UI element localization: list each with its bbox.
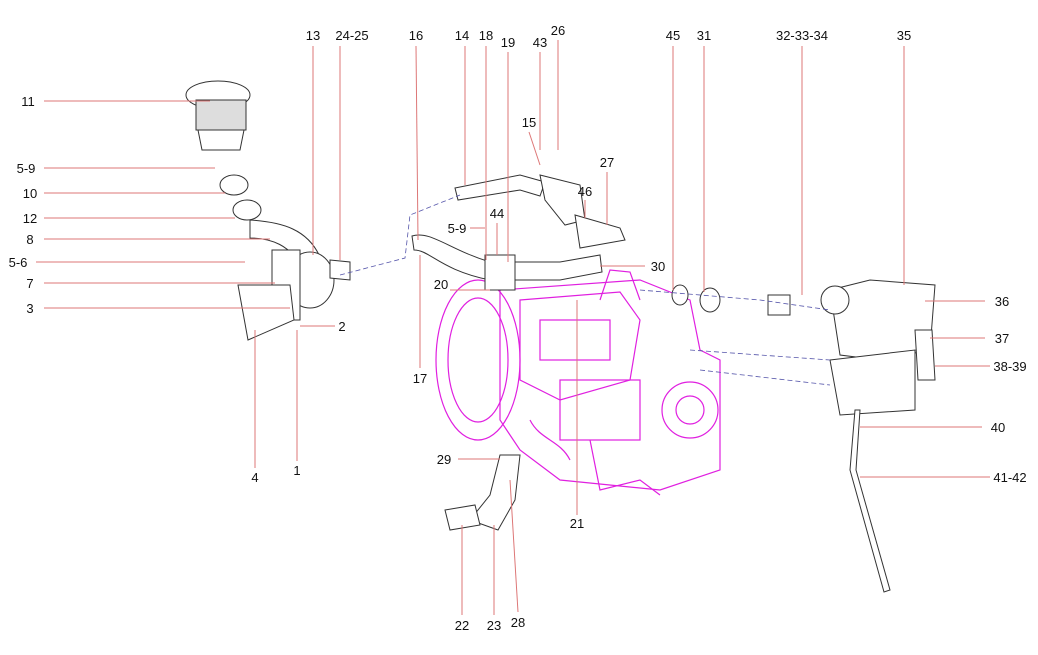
exhaust-assembly	[339, 194, 936, 593]
part-label: 37	[995, 331, 1009, 346]
part-label: 12	[23, 211, 37, 226]
part-label: 40	[991, 420, 1005, 435]
part-label: 5-9	[17, 161, 36, 176]
part-label: 22	[455, 618, 469, 633]
part-label: 38-39	[993, 359, 1026, 374]
part-label: 45	[666, 28, 680, 43]
part-label: 11	[21, 94, 35, 109]
part-label: 27	[600, 155, 614, 170]
part-label: 28	[511, 615, 525, 630]
part-label: 14	[455, 28, 469, 43]
part-label: 35	[897, 28, 911, 43]
part-label: 20	[434, 277, 448, 292]
air-filter-assembly	[185, 80, 351, 341]
intake-hoses	[411, 174, 626, 531]
part-label: 7	[26, 276, 33, 291]
part-label: 43	[533, 35, 547, 50]
part-label: 46	[578, 184, 592, 199]
part-label: 15	[522, 115, 536, 130]
part-label: 36	[995, 294, 1009, 309]
part-label: 31	[697, 28, 711, 43]
part-label: 29	[437, 452, 451, 467]
part-label: 44	[490, 206, 504, 221]
part-label: 24-25	[335, 28, 368, 43]
part-label: 17	[413, 371, 427, 386]
leader-line	[528, 131, 541, 166]
part-label: 32-33-34	[776, 28, 828, 43]
part-label: 2	[338, 319, 345, 334]
part-label: 18	[479, 28, 493, 43]
part-label: 30	[651, 259, 665, 274]
part-label: 8	[26, 232, 33, 247]
part-label: 16	[409, 28, 423, 43]
part-label: 5-9	[448, 221, 467, 236]
part-label: 41-42	[993, 470, 1026, 485]
leader-line	[509, 479, 519, 613]
part-label: 19	[501, 35, 515, 50]
part-label: 26	[551, 23, 565, 38]
part-label: 23	[487, 618, 501, 633]
leader-lines	[36, 40, 990, 615]
part-label: 10	[23, 186, 37, 201]
part-label: 4	[251, 470, 258, 485]
part-label: 3	[26, 301, 33, 316]
part-label: 21	[570, 516, 584, 531]
leader-line	[415, 45, 419, 241]
part-label: 5-6	[9, 255, 28, 270]
part-label: 13	[306, 28, 320, 43]
engine-block	[435, 269, 721, 496]
part-label: 1	[293, 463, 300, 478]
